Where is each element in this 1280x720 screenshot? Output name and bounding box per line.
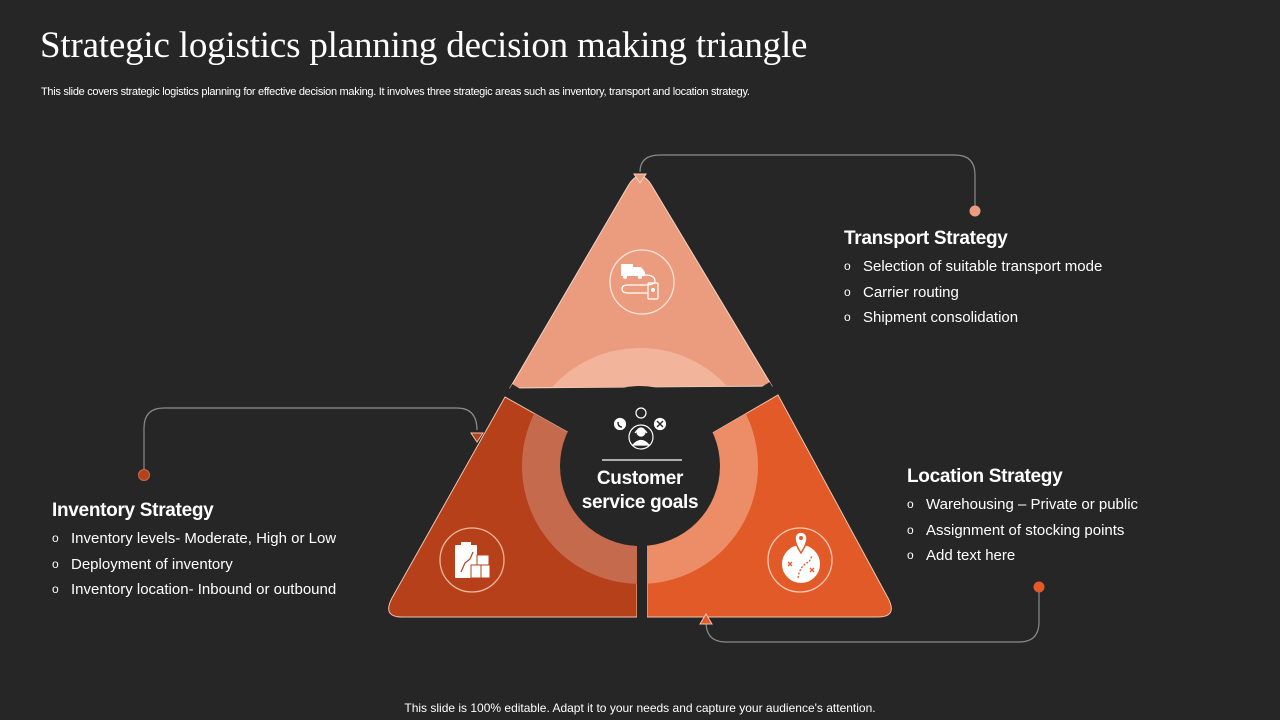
bullet-icon: o: [907, 497, 914, 511]
bullet-icon: o: [844, 310, 851, 324]
transport-connector: [633, 154, 981, 217]
slide-footer: This slide is 100% editable. Adapt it to…: [404, 701, 876, 715]
bullet-icon: o: [844, 259, 851, 273]
truck-route-icon: [609, 249, 675, 315]
bullet-icon: o: [907, 522, 914, 537]
inventory-boxes-icon: [439, 527, 505, 593]
slide-title: Strategic logistics planning decision ma…: [40, 25, 808, 66]
center-label-line1: Customer: [596, 468, 684, 489]
inventory-connector: [138, 407, 484, 481]
transport-strategy-heading: Transport Strategy: [844, 228, 1008, 249]
center-circle: [560, 386, 720, 546]
location-connector: [699, 581, 1045, 643]
inventory-strategy-heading: Inventory Strategy: [52, 500, 214, 521]
bullet-icon: o: [52, 582, 59, 596]
customer-service-icon: [613, 407, 667, 450]
bullet-icon: o: [844, 284, 851, 299]
location-strategy-heading: Location Strategy: [907, 466, 1063, 487]
center-label: Customer service goals: [560, 467, 720, 515]
bullet-icon: o: [52, 556, 59, 571]
center-label-line2: service goals: [581, 492, 699, 513]
slide-subtitle: This slide covers strategic logistics pl…: [41, 86, 750, 98]
bullet-icon: o: [52, 531, 59, 545]
location-map-icon: [767, 527, 833, 593]
bullet-icon: o: [907, 548, 914, 562]
